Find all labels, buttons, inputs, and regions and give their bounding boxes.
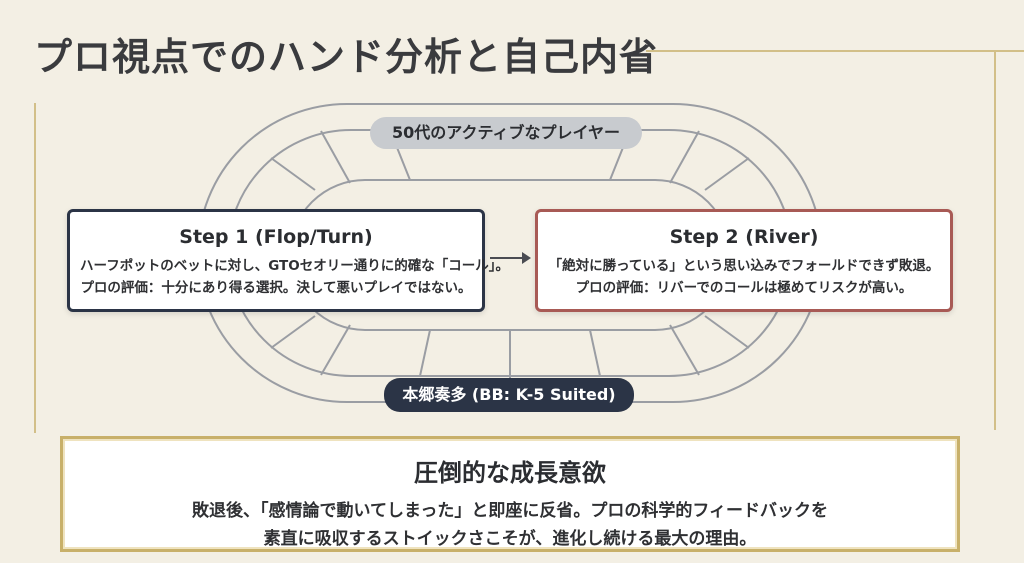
step2-line1: 「絶対に勝っている」という思い込みでフォールドできず敗退。: [548, 258, 940, 274]
gold-accent-line-right: [994, 50, 996, 430]
step1-card: Step 1 (Flop/Turn) ハーフポットのベットに対し、GTOセオリー…: [67, 209, 509, 312]
step2-card: Step 2 (River) 「絶対に勝っている」という思い込みでフォールドでき…: [535, 209, 953, 312]
page-title: プロ視点でのハンド分析と自己内省: [34, 35, 659, 79]
conclusion-line2: 素直に吸収するストイックさこそが、進化し続ける最大の理由。: [263, 529, 757, 549]
conclusion-line1: 敗退後、「感情論で動いてしまった」と即座に反省。プロの科学的フィードバックを: [192, 501, 828, 521]
step2-line2: プロの評価：リバーでのコールは極めてリスクが高い。: [575, 280, 913, 296]
conclusion-box: 圧倒的な成長意欲 敗退後、「感情論で動いてしまった」と即座に反省。プロの科学的フ…: [60, 436, 960, 552]
step1-heading: Step 1 (Flop/Turn): [179, 226, 373, 248]
step1-line1: ハーフポットのベットに対し、GTOセオリー通りに的確な「コール」。: [80, 258, 509, 274]
step2-heading: Step 2 (River): [669, 226, 819, 248]
step1-line2: プロの評価：十分にあり得る選択。決して悪いプレイではない。: [80, 280, 472, 296]
bottom-player-label: 本郷奏多 (BB: K-5 Suited): [384, 378, 634, 412]
arrow-right-icon: [490, 252, 531, 264]
gold-accent-line-left: [34, 103, 36, 433]
gold-accent-line-top: [646, 50, 1024, 52]
conclusion-heading: 圧倒的な成長意欲: [414, 459, 606, 487]
top-player-label: 50代のアクティブなプレイヤー: [370, 117, 642, 149]
